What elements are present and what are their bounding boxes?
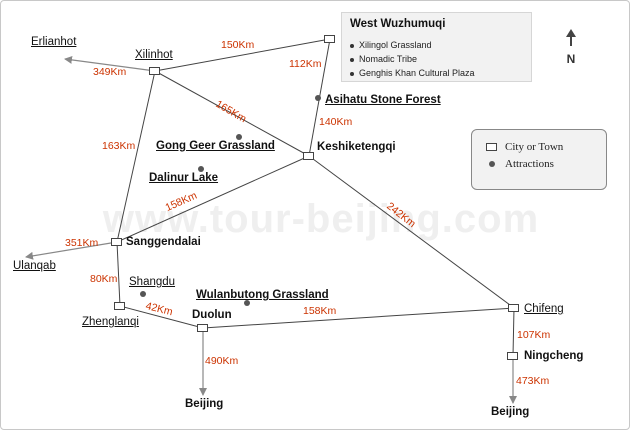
distance-label: 473Km <box>516 375 550 387</box>
city-label-chifeng[interactable]: Chifeng <box>524 303 564 315</box>
map-legend: City or Town Attractions <box>471 129 607 190</box>
info-item-label: Nomadic Tribe <box>359 54 418 64</box>
attraction-dot-gong-geer[interactable] <box>236 134 242 140</box>
distance-label: 158Km <box>303 305 337 317</box>
destination-label-beijing-ningcheng: Beijing <box>491 406 530 418</box>
city-label-keshiketengqi[interactable]: Keshiketengqi <box>317 141 396 153</box>
city-marker-chifeng[interactable] <box>508 304 519 312</box>
distance-label: 351Km <box>65 237 99 249</box>
attraction-label-gong-geer[interactable]: Gong Geer Grassland <box>156 140 275 152</box>
bullet-icon <box>350 43 354 48</box>
road-chifeng-ningcheng <box>512 307 515 357</box>
legend-attraction-row: Attractions <box>486 158 554 170</box>
destination-label-beijing-duolun: Beijing <box>185 398 224 410</box>
distance-label: 107Km <box>517 329 551 341</box>
legend-attraction-label: Attractions <box>505 158 554 170</box>
city-marker-keshiketengqi[interactable] <box>303 152 314 160</box>
road-xilinhot-west-wuzhumuqi <box>154 38 331 72</box>
destination-label-erlianhot[interactable]: Erlianhot <box>31 36 77 48</box>
attraction-label-shangdu[interactable]: Shangdu <box>129 276 176 288</box>
legend-city-row: City or Town <box>486 141 563 153</box>
city-label-sanggendalai[interactable]: Sanggendalai <box>126 236 201 248</box>
legend-city-label: City or Town <box>505 141 564 153</box>
info-item: Genghis Khan Cultural Plaza <box>350 68 475 78</box>
city-label-zhenglanqi[interactable]: Zhenglanqi <box>82 316 139 328</box>
city-marker-duolun[interactable] <box>197 324 208 332</box>
city-marker-ningcheng[interactable] <box>507 352 518 360</box>
city-marker-xilinhot[interactable] <box>149 67 160 75</box>
distance-label: 112Km <box>289 58 322 70</box>
attraction-dot-shangdu[interactable] <box>140 291 146 297</box>
road-sanggendalai-zhenglanqi <box>116 241 121 307</box>
attraction-dot-icon <box>489 161 495 168</box>
city-marker-sanggendalai[interactable] <box>111 238 122 246</box>
info-box-title: West Wuzhumuqi <box>350 18 446 30</box>
attraction-dot-wulanbutong[interactable] <box>244 300 250 306</box>
attraction-label-asihatu[interactable]: Asihatu Stone Forest <box>325 94 441 106</box>
west-wuzhumuqi-info-box: West Wuzhumuqi Xilingol Grassland Nomadi… <box>341 12 532 82</box>
north-label: N <box>566 52 576 66</box>
city-marker-west-wuzhumuqi[interactable] <box>324 35 335 43</box>
destination-label-ulanqab[interactable]: Ulanqab <box>13 260 56 272</box>
arrow-to-ulanqab <box>25 241 118 260</box>
attraction-dot-dalinur[interactable] <box>198 166 204 172</box>
distance-label: 80Km <box>90 273 118 285</box>
distance-label: 490Km <box>205 355 239 367</box>
attraction-label-dalinur[interactable]: Dalinur Lake <box>149 172 219 184</box>
attraction-dot-asihatu[interactable] <box>315 95 321 101</box>
watermark-text: www.tour-beijing.com <box>102 197 540 241</box>
north-arrow-icon <box>566 29 576 37</box>
city-marker-zhenglanqi[interactable] <box>114 302 125 310</box>
attraction-label-wulanbutong[interactable]: Wulanbutong Grassland <box>196 289 329 301</box>
city-label-xilinhot[interactable]: Xilinhot <box>135 49 173 61</box>
distance-label: 150Km <box>221 39 255 51</box>
info-item-label: Xilingol Grassland <box>359 40 432 50</box>
city-marker-icon <box>486 143 497 152</box>
bullet-icon <box>350 71 354 76</box>
north-indicator: N <box>562 29 580 66</box>
info-item: Nomadic Tribe <box>350 54 417 64</box>
road-zhenglanqi-duolun <box>119 305 204 329</box>
road-duolun-chifeng <box>202 307 515 329</box>
city-label-ningcheng[interactable]: Ningcheng <box>524 350 584 362</box>
info-item: Xilingol Grassland <box>350 40 432 50</box>
city-label-duolun[interactable]: Duolun <box>192 309 232 321</box>
road-xilinhot-sanggendalai <box>116 70 156 243</box>
distance-label: 163Km <box>102 140 136 152</box>
bullet-icon <box>350 57 354 62</box>
road-keshiketengqi-chifeng <box>308 155 515 309</box>
info-item-label: Genghis Khan Cultural Plaza <box>359 68 475 78</box>
arrow-to-erlianhot <box>64 55 156 72</box>
distance-label: 140Km <box>319 116 353 128</box>
distance-label: 349Km <box>93 66 127 78</box>
road-keshiketengqi-sanggendalai <box>116 155 310 243</box>
road-xilinhot-keshiketengqi <box>154 70 310 157</box>
